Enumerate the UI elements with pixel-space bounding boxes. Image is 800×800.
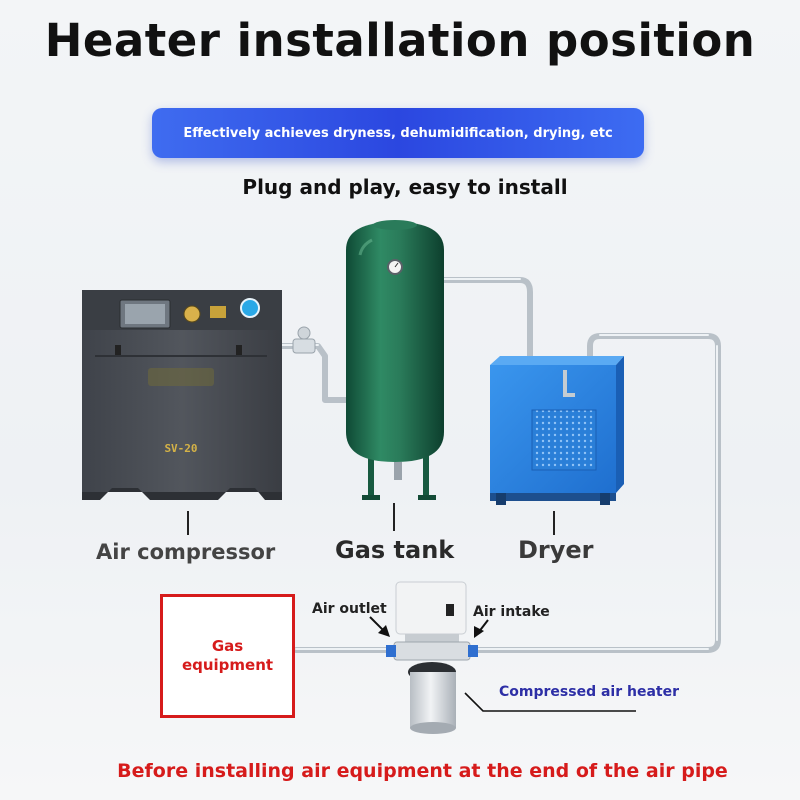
banner-text: Effectively achieves dryness, dehumidifi… <box>183 125 613 141</box>
dryer <box>490 356 624 505</box>
pipe-valve <box>292 326 316 354</box>
air-outlet-arrow <box>369 616 390 637</box>
air-outlet-label: Air outlet <box>312 601 387 617</box>
air-compressor-label: Air compressor <box>96 540 276 564</box>
dryer-label: Dryer <box>518 536 594 564</box>
compressed-air-heater <box>386 581 478 734</box>
gas-equipment-box: Gas equipment <box>160 594 295 718</box>
feature-banner: Effectively achieves dryness, dehumidifi… <box>152 108 644 158</box>
gas-equipment-label-line2: equipment <box>181 656 274 674</box>
air-intake-arrow <box>474 619 489 638</box>
tank-leader <box>393 503 395 531</box>
air-compressor: SV-20 <box>82 290 282 500</box>
page-title: Heater installation position <box>44 14 756 67</box>
footer-note: Before installing air equipment at the e… <box>117 760 728 782</box>
subtitle: Plug and play, easy to install <box>242 175 568 199</box>
compressor-model: SV-20 <box>164 442 197 455</box>
gas-equipment-label-line1: Gas <box>211 637 244 655</box>
compressed-air-heater-label: Compressed air heater <box>499 684 679 700</box>
heater-leader-line <box>464 692 636 712</box>
gas-tank-label: Gas tank <box>335 536 455 564</box>
compressor-leader <box>187 511 189 535</box>
gas-tank <box>346 220 444 500</box>
air-intake-label: Air intake <box>473 604 550 620</box>
dryer-leader <box>553 511 555 535</box>
